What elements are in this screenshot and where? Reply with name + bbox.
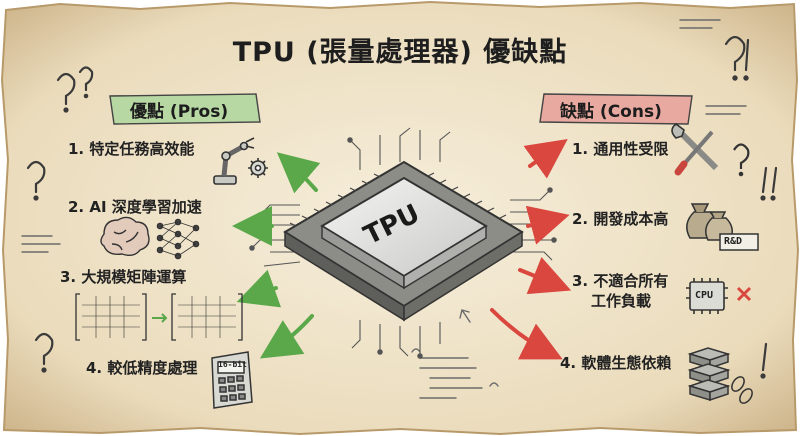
robot-arm-gear-icon bbox=[213, 137, 268, 185]
pros-item-4: 4. 較低精度處理 bbox=[86, 359, 198, 377]
page-title: TPU (張量處理器) 優缺點 bbox=[232, 37, 568, 68]
brain-neural-network-icon bbox=[100, 216, 200, 260]
cons-item-3-line2: 工作負載 bbox=[591, 292, 652, 310]
cons-arrow-3 bbox=[518, 257, 572, 295]
cons-heading: 缺點 (Cons) bbox=[560, 102, 662, 122]
pros-heading: 優點 (Pros) bbox=[130, 102, 229, 122]
pros-item-3: 3. 大規模矩陣運算 bbox=[60, 268, 187, 286]
calculator-icon bbox=[211, 351, 253, 409]
cons-item-4: 4. 軟體生態依賴 bbox=[560, 354, 672, 372]
calculator-label: 16-bit bbox=[218, 360, 247, 369]
scribble-lines-icon bbox=[21, 19, 747, 399]
cons-item-1: 1. 通用性受限 bbox=[572, 140, 669, 158]
pros-banner bbox=[109, 93, 261, 125]
wrench-screwdriver-icon bbox=[671, 122, 750, 177]
pros-arrows bbox=[232, 152, 321, 359]
stack-chain-icon bbox=[687, 347, 753, 404]
pros-arrow-4 bbox=[259, 314, 314, 359]
matrix-icon bbox=[75, 293, 243, 341]
tpu-chip bbox=[283, 160, 524, 322]
cons-item-3-line1: 3. 不適合所有 bbox=[572, 272, 669, 290]
cpu-cross-icon bbox=[686, 278, 752, 314]
pros-item-1: 1. 特定任務高效能 bbox=[68, 140, 195, 158]
money-label: R&D bbox=[724, 236, 743, 247]
pros-arrow-3 bbox=[236, 269, 282, 308]
cons-arrow-4 bbox=[490, 308, 563, 360]
matrix-b bbox=[180, 299, 234, 341]
pros-arrow-1 bbox=[276, 152, 321, 194]
cons-arrows bbox=[490, 139, 572, 360]
cons-arrow-2 bbox=[525, 205, 570, 245]
cpu-label: CPU bbox=[695, 290, 714, 301]
question-marks-right-icon bbox=[724, 35, 778, 379]
cons-arrow-1 bbox=[523, 139, 568, 179]
pros-item-2: 2. AI 深度學習加速 bbox=[68, 198, 202, 216]
cons-banner bbox=[539, 93, 693, 125]
question-marks-left-icon bbox=[26, 66, 94, 373]
money-bags-icon bbox=[686, 203, 759, 251]
cons-item-2: 2. 開發成本高 bbox=[572, 210, 669, 228]
matrix-a bbox=[84, 299, 138, 341]
